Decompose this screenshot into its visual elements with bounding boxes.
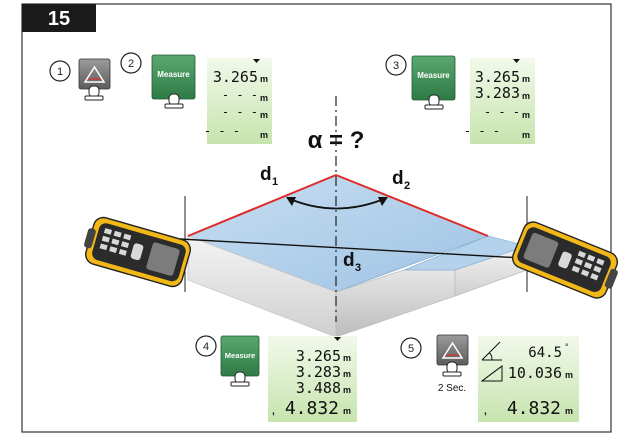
lcd-unit-1: m [343, 353, 351, 363]
lcd-unit-degree: ° [565, 342, 569, 352]
finger-press-icon [230, 371, 250, 387]
angle-formula: α = ? [308, 127, 365, 154]
angle-arrowhead-left [286, 197, 296, 206]
lcd-unit-3: m [522, 110, 530, 120]
finger-press-icon [84, 85, 104, 101]
lcd-unit-3: m [343, 385, 351, 395]
lcd-line-result: 4.832 [507, 398, 561, 419]
step-3-number-circle [385, 54, 407, 76]
lcd-screen [268, 336, 357, 422]
wall-blocks [186, 174, 529, 338]
label-d3-subscript: 3 [355, 262, 361, 274]
lcd-unit-1: m [260, 74, 268, 84]
lcd-unit-2: m [343, 369, 351, 379]
lcd-screen [470, 58, 535, 144]
step-4: 4 Measure 3.265 m 3.283 m 3.488 m , 4.83… [195, 335, 357, 422]
step-3: 3 Measure 3.265 m 3.283 m - - - m - - - … [385, 54, 535, 144]
measure-button-label: Measure [225, 351, 255, 360]
step-1-number-circle [49, 60, 71, 82]
laser-meter-left [84, 216, 192, 288]
lcd-screen [207, 58, 272, 144]
finger-press-icon [424, 94, 444, 110]
laser-line-d3 [179, 238, 523, 259]
lcd-arrow-mark: , [272, 406, 275, 417]
step-4-number: 4 [203, 341, 209, 353]
lcd-screen [478, 336, 579, 422]
label-d3: d 3 [343, 250, 361, 274]
lcd-unit-4: m [260, 130, 268, 140]
step-number: 15 [48, 8, 70, 30]
lcd-line-3: 3.488 [296, 379, 341, 397]
lcd-line-1: 3.265 [213, 68, 258, 86]
label-d1-letter: d [260, 164, 272, 185]
angle-arc [289, 198, 385, 210]
angle-arrowhead-right [378, 197, 388, 206]
lcd-line-4: - - - [464, 124, 500, 138]
triangle-button[interactable] [78, 58, 111, 90]
lcd-line-2: 3.283 [296, 363, 341, 381]
hold-duration-label: 2 Sec. [438, 383, 466, 394]
lcd-unit-2: m [522, 91, 530, 101]
lcd-unit-1: m [522, 74, 530, 84]
lcd-unit-height: m [565, 370, 573, 380]
finger-press-icon [442, 361, 462, 377]
step-5-number: 5 [408, 343, 414, 355]
laser-meter-right [511, 221, 619, 299]
measure-button-label: Measure [157, 70, 190, 79]
triangle-button[interactable] [436, 334, 469, 366]
lcd-unit-4: m [522, 130, 530, 140]
step-2-number-circle [120, 52, 142, 74]
triangle-function-icon [441, 341, 464, 359]
lcd-line-4: - - - [204, 124, 240, 138]
step-1-number: 1 [57, 66, 63, 78]
lcd-indicator-icon [513, 59, 520, 63]
lcd-line-2: - - - [222, 88, 258, 102]
step-3-number: 3 [393, 60, 399, 72]
lcd-line-1: 3.265 [475, 68, 520, 86]
step-5-number-circle [400, 337, 422, 359]
lcd-indicator-icon [334, 337, 341, 341]
laser-line-d1 [187, 174, 337, 237]
lcd-arrow-mark: , [484, 406, 487, 417]
lcd-line-3: - - - [222, 105, 258, 119]
lcd-display: 3.265 m 3.283 m 3.488 m , 4.832 m [268, 336, 357, 422]
lcd-display: 3.265 m - - - m - - - m - - - m [204, 58, 272, 144]
lcd-indicator-icon [253, 59, 260, 63]
label-d2-subscript: 2 [404, 180, 410, 192]
label-d3-letter: d [343, 250, 355, 271]
lcd-line-4: 4.832 [285, 398, 339, 419]
label-d2: d 2 [392, 168, 410, 192]
step-2: 2 Measure 3.265 m - - - m - - - m - - - … [120, 52, 272, 144]
step-number-header [22, 4, 96, 32]
lcd-unit-3: m [260, 110, 268, 120]
lcd-line-angle: 64.5 [528, 345, 562, 361]
lcd-display: 64.5 ° 10.036 m , 4.832 m [478, 336, 579, 422]
label-d1-subscript: 1 [272, 176, 278, 188]
angle-measure-icon [481, 341, 502, 361]
label-d2-letter: d [392, 168, 404, 189]
laser-line-d2 [335, 174, 489, 237]
lcd-line-1: 3.265 [296, 347, 341, 365]
lcd-line-3: - - - [484, 105, 520, 119]
label-d1: d 1 [260, 164, 278, 188]
lcd-line-2: 3.283 [475, 84, 520, 102]
lcd-unit-result: m [565, 406, 573, 416]
lcd-line-height: 10.036 [508, 364, 562, 382]
step-1: 1 [49, 58, 111, 101]
triangle-function-icon [83, 65, 106, 83]
step-4-number-circle [195, 335, 217, 357]
triangle-measure-icon [480, 365, 503, 382]
lcd-unit-4: m [343, 406, 351, 416]
step-5: 5 2 Sec. 64.5 ° 10.036 m , 4.832 [400, 334, 579, 422]
step-2-number: 2 [128, 58, 134, 70]
lcd-display: 3.265 m 3.283 m - - - m - - - m [464, 58, 535, 144]
finger-press-icon [164, 93, 184, 109]
measure-button-label: Measure [417, 71, 450, 80]
lcd-unit-2: m [260, 93, 268, 103]
